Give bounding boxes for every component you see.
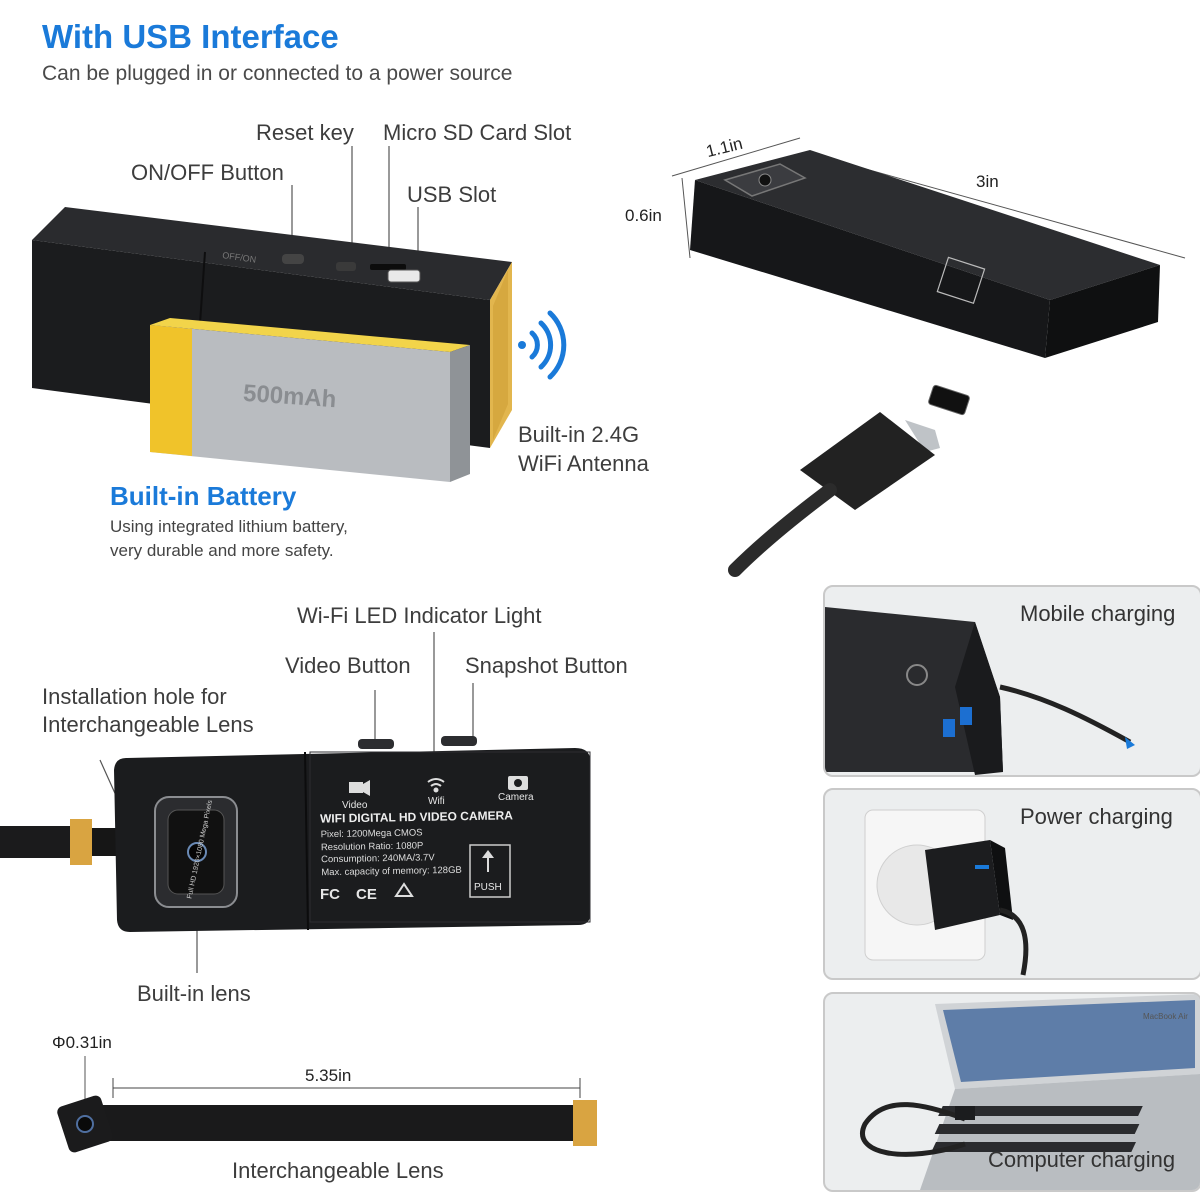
battery-desc-line1: Using integrated lithium battery, xyxy=(110,517,348,536)
video-button xyxy=(358,739,394,749)
built-in-lens-label: Built-in lens xyxy=(137,981,251,1006)
usb-port xyxy=(387,269,421,283)
cable-length-label: 5.35in xyxy=(305,1066,352,1085)
video-camera-icon xyxy=(349,780,370,796)
battery-yellow-band xyxy=(150,325,192,456)
micro-sd-slot-label: Micro SD Card Slot xyxy=(383,120,572,145)
lens-connector xyxy=(70,819,92,865)
wifi-antenna-line1: Built-in 2.4G xyxy=(518,422,640,447)
device-switch-print: OFF/ON xyxy=(222,250,257,265)
battery-title: Built-in Battery xyxy=(110,481,297,511)
wifi-antenna-line2: WiFi Antenna xyxy=(518,451,649,476)
built-in-lens xyxy=(187,842,207,862)
battery-description: Using integrated lithium battery, very d… xyxy=(110,515,348,563)
install-hole-label: Installation hole for Interchangeable Le… xyxy=(42,683,254,739)
ribbon-cable xyxy=(100,1105,580,1141)
computer-charging-label: Computer charging xyxy=(988,1147,1176,1172)
sd-slot xyxy=(370,264,406,270)
right-device-top xyxy=(695,150,1160,300)
cert-ce: CE xyxy=(356,886,377,903)
reset-key xyxy=(336,262,356,271)
usb-slot-label: USB Slot xyxy=(407,182,497,207)
wifi-signal-icon xyxy=(518,310,567,380)
mobile-charging-panel: Mobile charging xyxy=(823,585,1200,777)
battery-desc-line2: very durable and more safety. xyxy=(110,541,334,560)
computer-charging-panel: MacBook Air Computer charging xyxy=(823,992,1200,1192)
page-title: With USB Interface xyxy=(42,18,339,55)
length-dimension: 3in xyxy=(976,172,999,191)
laptop-brand: MacBook Air xyxy=(1143,1012,1188,1021)
wall-adapter-illustration xyxy=(864,809,1029,976)
right-device-front xyxy=(690,180,1050,358)
power-charging-panel: Power charging xyxy=(823,788,1200,980)
mobile-charging-label: Mobile charging xyxy=(1020,601,1176,626)
cable-connector xyxy=(573,1100,597,1146)
laptop-illustration xyxy=(860,994,1200,1190)
snapshot-button xyxy=(441,736,477,746)
wifi-antenna-label: Built-in 2.4G WiFi Antenna xyxy=(518,420,649,478)
reset-key-label: Reset key xyxy=(256,120,354,145)
push-arrow-icon xyxy=(482,850,494,872)
interchangeable-lens-label: Interchangeable Lens xyxy=(232,1158,444,1183)
icon-camera-label: Camera xyxy=(498,792,534,803)
icon-video-label: Video xyxy=(342,800,368,811)
install-hole-line1: Installation hole for xyxy=(42,684,227,709)
on-off-switch xyxy=(282,254,304,264)
height-dimension: 0.6in xyxy=(625,206,662,225)
lens-diameter-label: Φ0.31in xyxy=(52,1033,112,1052)
install-hole-line2: Interchangeable Lens xyxy=(42,712,254,737)
snapshot-button-label: Snapshot Button xyxy=(465,653,628,678)
wifi-led-label: Wi-Fi LED Indicator Light xyxy=(297,603,542,628)
icon-wifi-label: Wifi xyxy=(428,796,445,807)
wifi-icon xyxy=(427,778,445,793)
camera-icon xyxy=(508,776,528,790)
cert-fc: FC xyxy=(320,886,340,903)
on-off-button-label: ON/OFF Button xyxy=(131,160,284,185)
page-subtitle: Can be plugged in or connected to a powe… xyxy=(42,62,513,85)
push-label: PUSH xyxy=(474,882,502,893)
recycle-icon xyxy=(394,882,414,897)
battery xyxy=(150,325,450,482)
power-bank-illustration xyxy=(825,607,1135,775)
video-button-label: Video Button xyxy=(285,653,411,678)
power-charging-label: Power charging xyxy=(1020,804,1173,829)
